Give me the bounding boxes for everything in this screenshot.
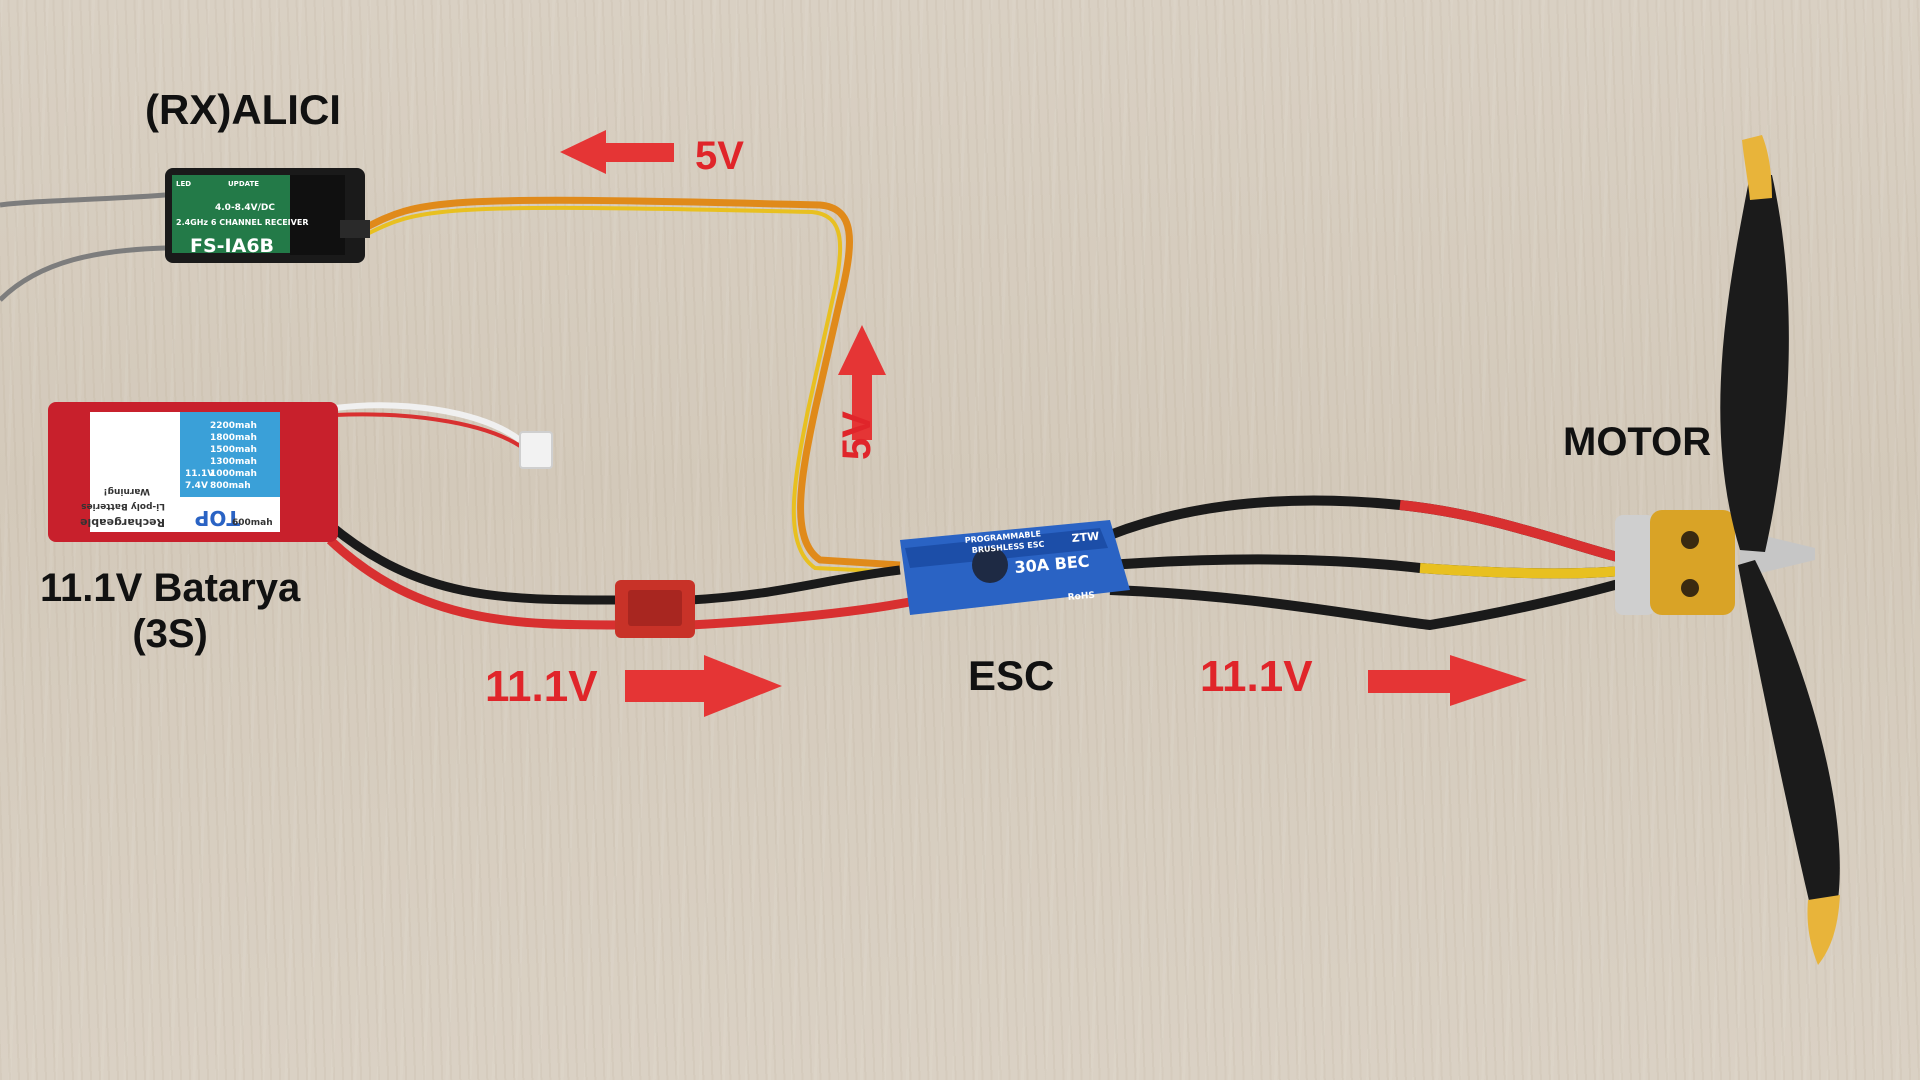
receiver-band-text: 2.4GHz 6 CHANNEL RECEIVER xyxy=(176,218,308,227)
battery-warning-text: Warning! xyxy=(103,486,150,496)
battery-capacity-3: 1500mah xyxy=(210,445,257,455)
voltage-label-11v-left: 11.1V xyxy=(485,662,598,711)
voltage-label-5v-mid: 5V xyxy=(835,411,879,460)
receiver-voltage-text: 4.0-8.4V/DC xyxy=(215,203,275,213)
voltage-label-11v-right: 11.1V xyxy=(1200,652,1313,701)
motor-label: MOTOR xyxy=(1563,420,1712,464)
esc-device: PROGRAMMABLE BRUSHLESS ESC 30A BEC ZTW R… xyxy=(900,520,1130,615)
battery-label-line1: 11.1V Batarya xyxy=(40,566,301,610)
battery-rechargeable-text: Rechargeable xyxy=(80,516,165,529)
battery-label-line2: (3S) xyxy=(132,612,208,656)
battery-type-text: Li-poly Batteries xyxy=(81,501,165,511)
battery-connector xyxy=(615,580,695,638)
receiver-device: FS-IA6B 2.4GHz 6 CHANNEL RECEIVER 4.0-8.… xyxy=(165,168,370,263)
arrow-5v-mid xyxy=(838,325,886,440)
battery-voltage-2: 7.4V xyxy=(185,481,208,491)
receiver-antennas xyxy=(0,192,166,302)
battery-voltage-1: 11.1V xyxy=(185,469,214,479)
receiver-led-text: LED xyxy=(176,180,191,188)
receiver-update-text: UPDATE xyxy=(228,180,259,188)
battery-capacity-4: 1300mah xyxy=(210,457,257,467)
receiver-model-text: FS-IA6B xyxy=(190,235,274,257)
motor-device xyxy=(1615,510,1815,615)
voltage-label-5v-top: 5V xyxy=(695,134,744,178)
battery-capacity-2: 1800mah xyxy=(210,433,257,443)
arrow-5v-top xyxy=(560,130,674,174)
arrow-11v-left xyxy=(625,655,782,717)
receiver-label: (RX)ALICI xyxy=(145,86,341,133)
battery-label: 11.1V Batarya (3S) xyxy=(40,565,300,657)
battery-capacity-5: 1000mah xyxy=(210,469,257,479)
esc-label: ESC xyxy=(968,652,1055,699)
esc-brand-text: ZTW xyxy=(1071,530,1100,545)
motor-wires xyxy=(1108,495,1652,631)
battery-capacity-1: 2200mah xyxy=(210,421,257,431)
battery-brand-text: TOP xyxy=(195,506,240,530)
arrow-11v-right xyxy=(1368,655,1527,706)
propeller xyxy=(1720,135,1840,965)
battery-capacity-6: 800mah xyxy=(210,481,251,491)
signal-wire xyxy=(363,196,901,574)
battery-capacity-7: 600mah xyxy=(232,518,273,528)
battery-device: TOP Rechargeable Li-poly Batteries Warni… xyxy=(48,402,553,542)
battery-wires xyxy=(326,402,921,630)
esc-cert-text: RoHS xyxy=(1067,591,1095,603)
